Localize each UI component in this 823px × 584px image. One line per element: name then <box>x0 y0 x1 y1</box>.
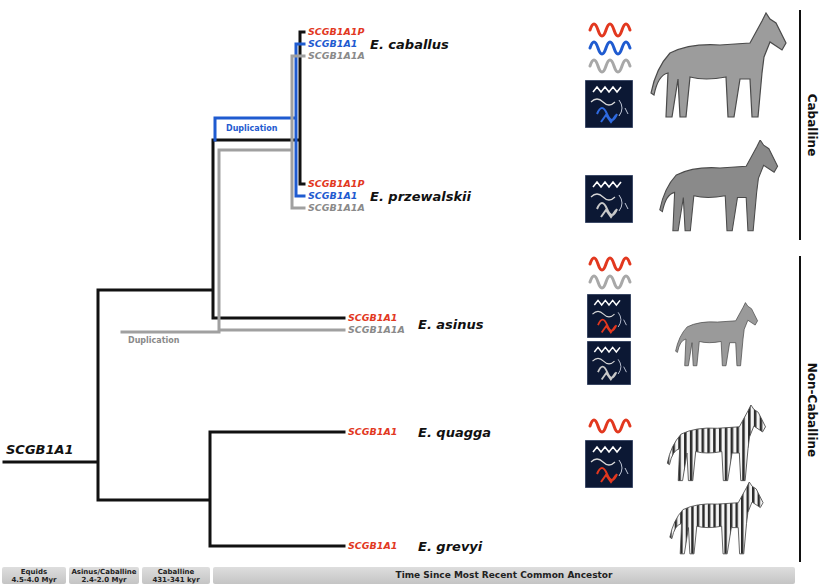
band-shape <box>105 4 795 244</box>
gene-name: SCGB1A1 <box>348 312 397 324</box>
protein-structure <box>585 440 633 488</box>
animal-illustrations <box>651 13 786 554</box>
brackets <box>799 10 801 562</box>
event-label: Duplication <box>226 124 278 134</box>
protein-structures <box>585 80 633 488</box>
root-gene-label: SCGB1A1 <box>6 442 74 457</box>
bracket-line <box>799 256 801 562</box>
time-box: Equids4.5-4.0 Myr <box>2 567 66 584</box>
band-fill <box>106 253 795 388</box>
helix-icon <box>590 60 630 72</box>
time-axis-box: Time Since Most Recent Common Ancestor <box>213 567 795 584</box>
helix-icon <box>590 276 630 288</box>
horse-illustration <box>651 13 786 117</box>
gene-name: SCGB1A1P <box>308 26 364 38</box>
species-name: E. przewalskii <box>370 189 471 204</box>
gene-name: SCGB1A1P <box>308 178 364 190</box>
species-name: E. asinus <box>418 317 484 332</box>
duplication-box: Duplication <box>222 122 282 136</box>
band-fill <box>106 397 795 564</box>
przewalski-illustration <box>660 140 778 231</box>
gene-name: SCGB1A1A <box>348 324 405 336</box>
gene-name: SCGB1A1 <box>308 38 357 50</box>
helix-icon <box>590 24 630 36</box>
gene-name: SCGB1A1A <box>308 50 365 62</box>
zebra-illustration <box>670 482 763 554</box>
protein-structure <box>585 175 633 223</box>
zebra-band: SCGB1A1E. quaggaSCGB1A1E. grevyi <box>105 396 795 564</box>
time-label: Equids <box>21 568 47 576</box>
gene-name: SCGB1A1 <box>348 426 397 438</box>
band-fill <box>106 5 795 244</box>
group-label: Non-Caballine <box>805 363 819 457</box>
time-label: 4.5-4.0 Myr <box>11 576 56 584</box>
protein-structure <box>585 80 633 128</box>
protein-structure <box>587 341 631 385</box>
donkey-illustration <box>676 303 758 366</box>
black-branch <box>4 32 344 546</box>
helix-icon <box>590 420 630 432</box>
time-label: 431-341 kyr <box>152 576 199 584</box>
species-name: E. quagga <box>418 425 491 440</box>
helix-icon <box>590 42 630 54</box>
caballine-band: DuplicationSCGB1A1PSCGB1A1SCGB1A1AE. cab… <box>105 4 795 244</box>
time-label: Asinus/Caballine <box>71 568 136 576</box>
time-label: 2.4-2.0 Myr <box>81 576 126 584</box>
species-name: E. caballus <box>370 37 449 52</box>
time-box: Caballine431-341 kyr <box>142 567 210 584</box>
species-name: E. grevyi <box>418 539 482 554</box>
gene-name: SCGB1A1A <box>308 202 365 214</box>
helix-icon <box>590 258 630 270</box>
tree-branches <box>4 32 344 546</box>
bracket-line <box>799 10 801 240</box>
time-label: Caballine <box>158 568 195 576</box>
gene-name: SCGB1A1 <box>348 540 397 552</box>
event-label: Duplication <box>128 336 179 346</box>
group-label: Caballine <box>805 94 819 157</box>
protein-structure <box>587 294 631 338</box>
asinus-band: SCGB1A1SCGB1A1A E. asinusDuplication <box>105 252 795 388</box>
time-label: Time Since Most Recent Common Ancestor <box>396 570 613 581</box>
zebra-illustration <box>667 405 765 481</box>
gene-name: SCGB1A1 <box>308 190 357 202</box>
time-box: Asinus/Caballine2.4-2.0 Myr <box>69 567 139 584</box>
